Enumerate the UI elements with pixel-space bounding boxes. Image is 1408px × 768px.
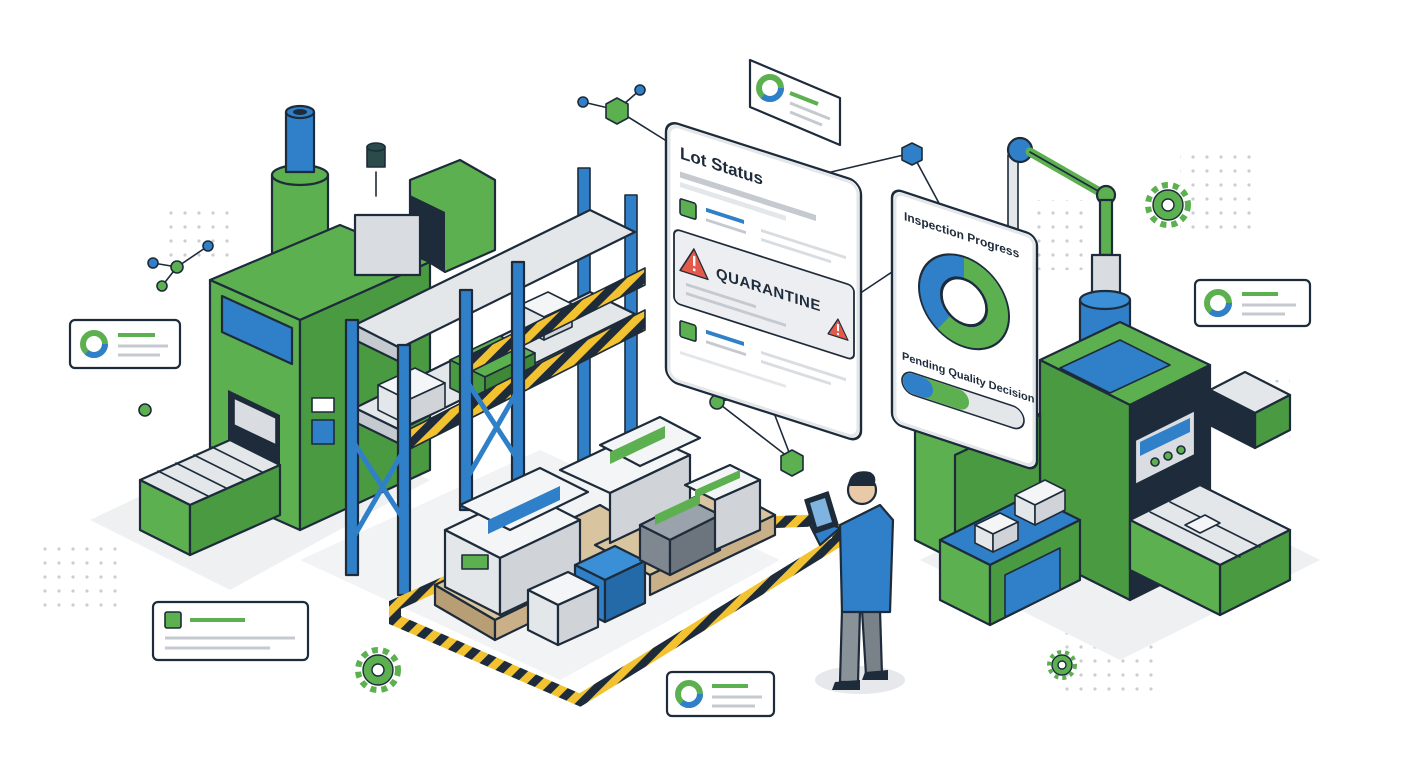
info-card-right: [1193, 278, 1312, 328]
left-conveyor: [138, 438, 282, 557]
storage-rack: [344, 167, 646, 597]
info-card-bottom-left: [151, 600, 310, 662]
cube-node-icon: [605, 97, 923, 477]
quarantine-alert: [673, 229, 855, 360]
worker-with-tablet: [804, 471, 895, 690]
quarantine-zone: [389, 415, 848, 707]
row-status-icon: [679, 320, 697, 342]
warning-triangle-icon: [827, 318, 849, 341]
progress-bar: [901, 371, 1025, 430]
warning-triangle-icon: [679, 248, 709, 281]
row-status-icon: [679, 198, 697, 220]
gear-icon: [355, 182, 1191, 693]
inspection-progress-panel: Inspection Progress Pending Quality Deci…: [890, 189, 1039, 470]
info-card-top: [748, 58, 842, 147]
info-card-left: [68, 318, 182, 370]
donut-chart-icon: [918, 253, 1010, 351]
info-card-bottom: [665, 670, 776, 718]
lot-status-panel: Lot Status QUARANTINE: [664, 121, 863, 441]
